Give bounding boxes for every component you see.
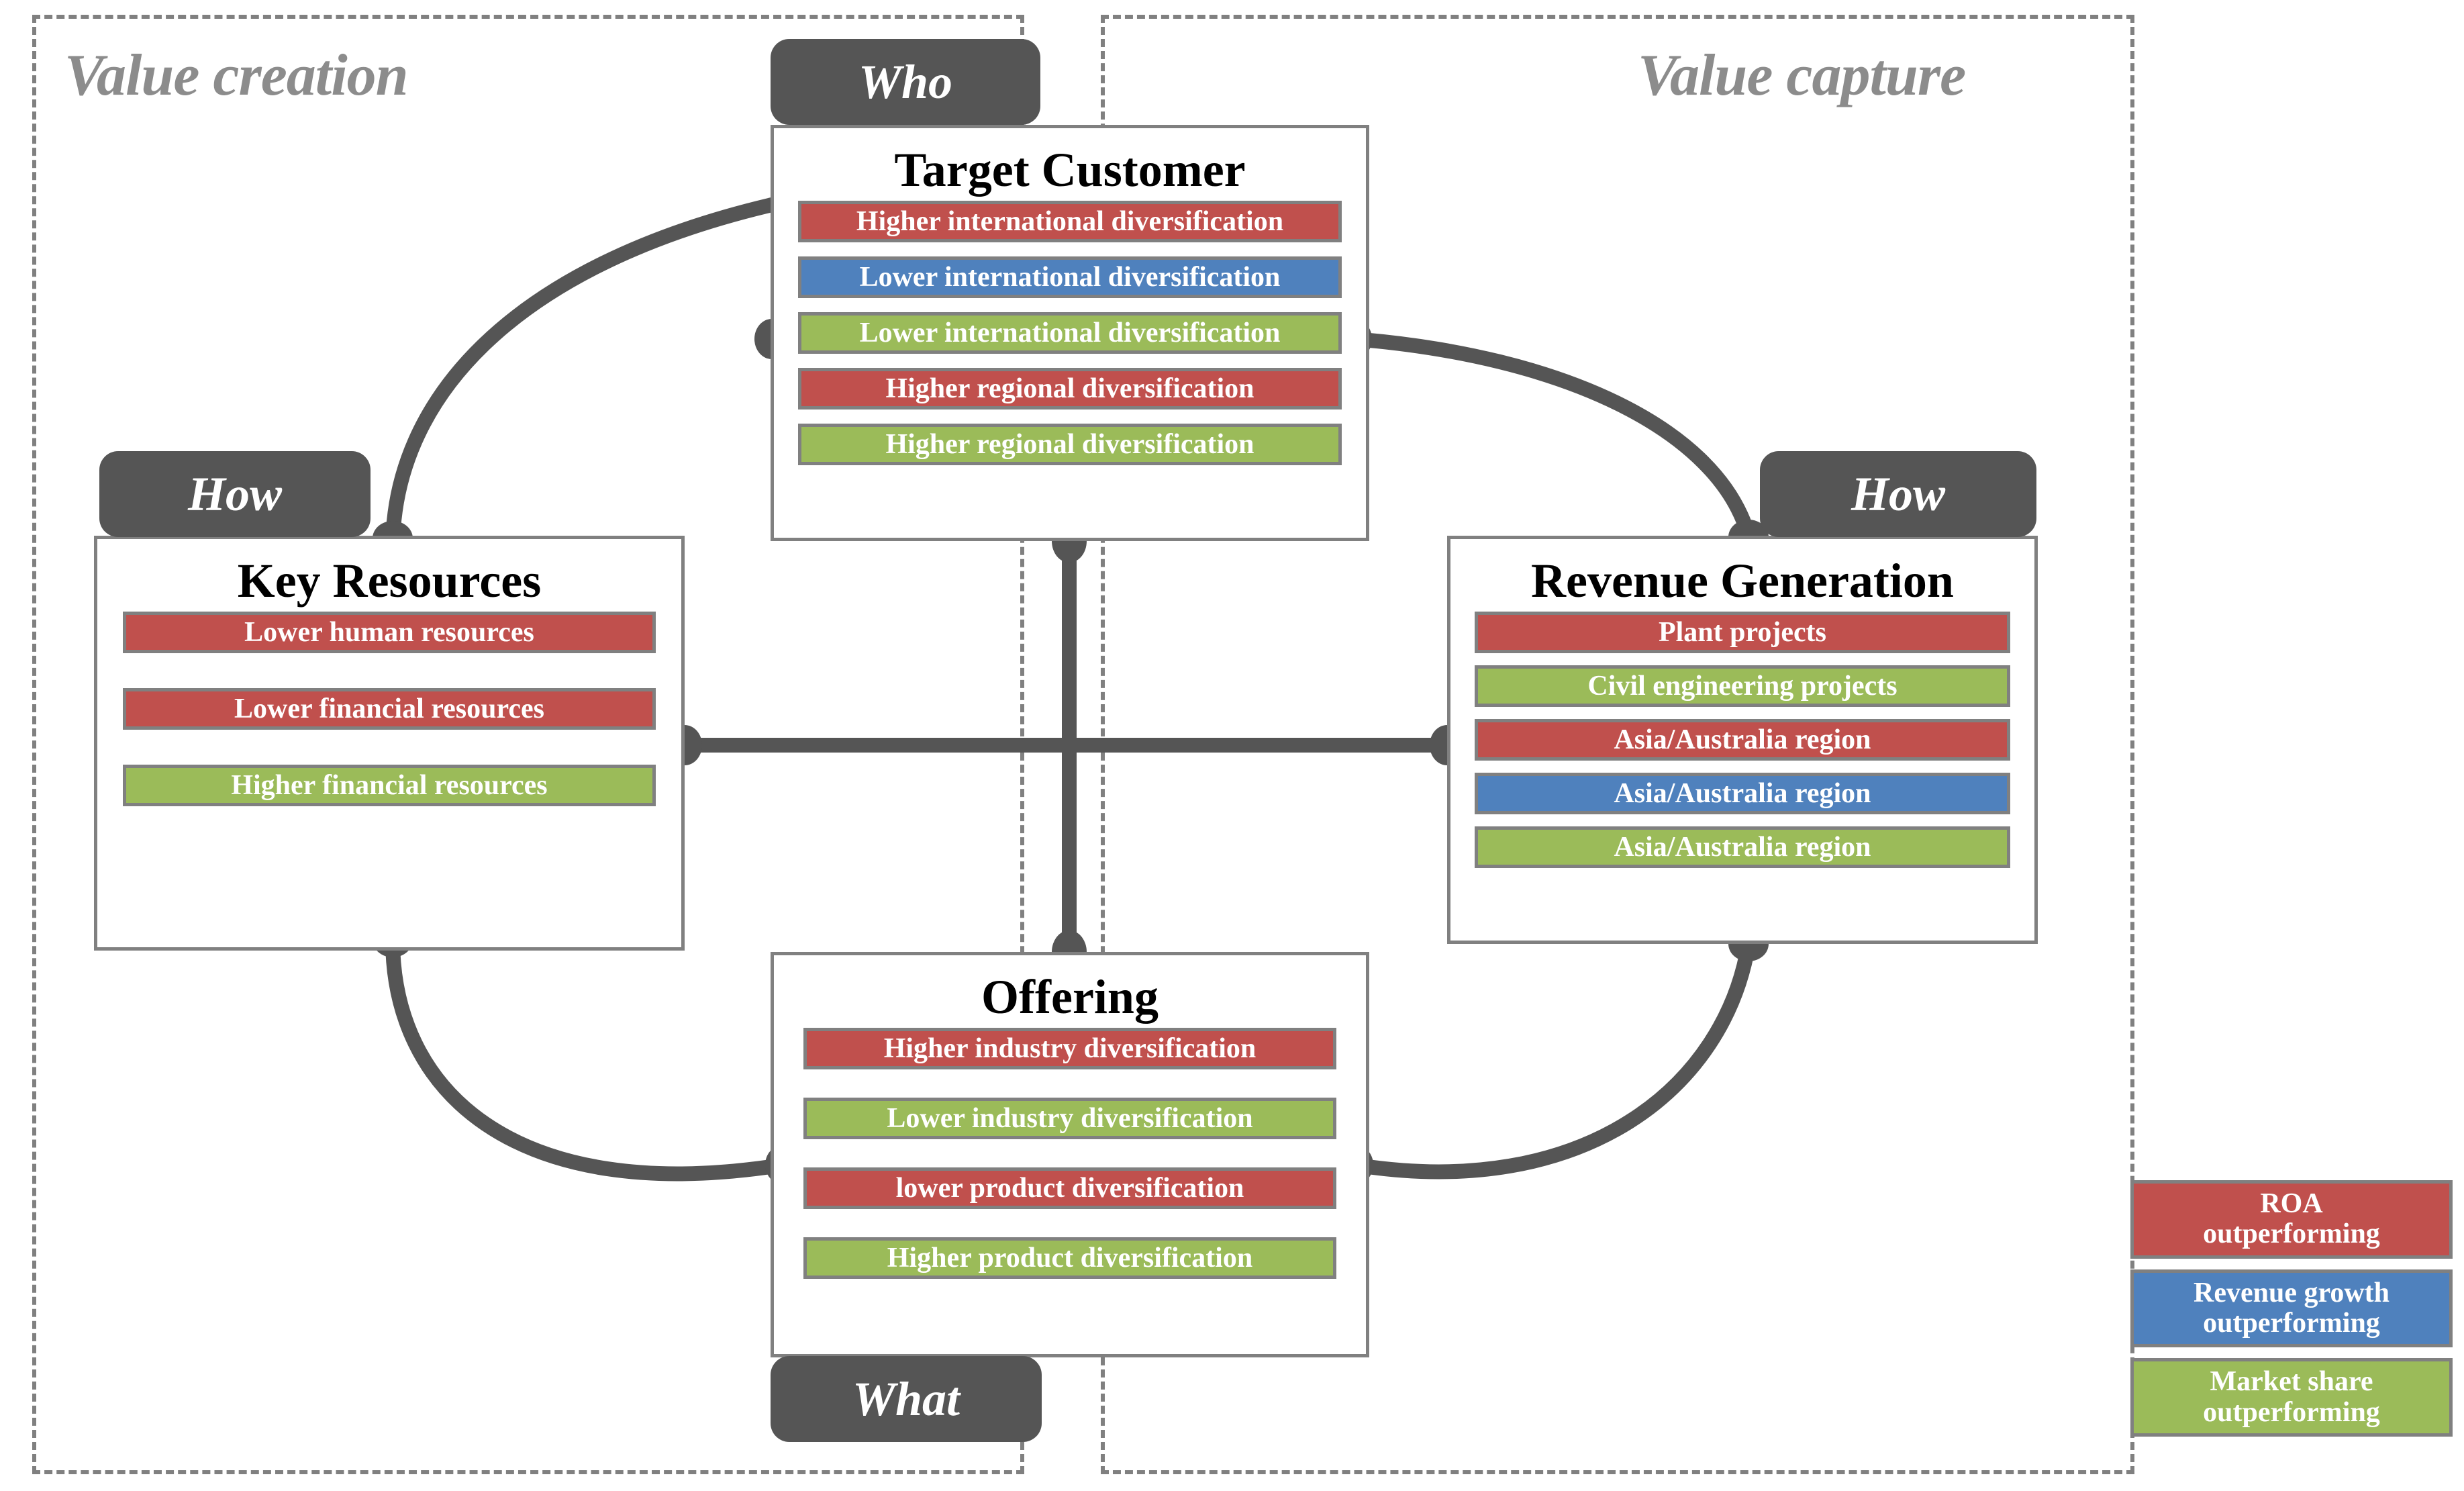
link-keyresources-offering xyxy=(385,932,791,1182)
bar-list-target-customer: Higher international diversification Low… xyxy=(774,201,1366,465)
legend-item-roa: ROA outperforming xyxy=(2130,1180,2453,1259)
tab-what-label: What xyxy=(852,1372,960,1426)
bar-list-key-resources: Lower human resources Lower financial re… xyxy=(97,612,681,806)
link-targetcustomer-revenue xyxy=(1347,332,1756,543)
bar-item[interactable]: Asia/Australia region xyxy=(1475,826,2010,868)
tab-who-label: Who xyxy=(858,54,953,109)
block-revenue-generation: Revenue Generation Plant projects Civil … xyxy=(1447,536,2038,944)
block-title-revenue-generation: Revenue Generation xyxy=(1531,554,1954,608)
legend-item-revenue-growth: Revenue growth outperforming xyxy=(2130,1269,2453,1348)
value-creation-title: Value creation xyxy=(64,43,409,108)
bar-item[interactable]: Lower human resources xyxy=(123,612,656,653)
legend-market-line1: Market share xyxy=(2210,1366,2373,1398)
block-offering: Offering Higher industry diversification… xyxy=(771,952,1369,1357)
legend-market-line2: outperforming xyxy=(2203,1396,2380,1428)
block-title-key-resources: Key Resources xyxy=(237,554,542,608)
legend: ROA outperforming Revenue growth outperf… xyxy=(2130,1180,2453,1447)
link-keyresources-targetcustomer xyxy=(385,197,779,556)
block-target-customer: Target Customer Higher international div… xyxy=(771,125,1369,541)
block-title-offering: Offering xyxy=(981,970,1159,1024)
bar-item[interactable]: Higher industry diversification xyxy=(803,1028,1336,1069)
legend-revenue-line2: outperforming xyxy=(2203,1308,2380,1339)
bar-item[interactable]: Asia/Australia region xyxy=(1475,773,2010,814)
bar-item[interactable]: Lower international diversification xyxy=(798,256,1342,298)
bar-item[interactable]: Higher regional diversification xyxy=(798,424,1342,465)
bar-list-offering: Higher industry diversification Lower in… xyxy=(774,1028,1366,1279)
tab-how-left-label: How xyxy=(187,467,283,521)
tab-how-key-resources[interactable]: How xyxy=(99,451,371,537)
tab-who[interactable]: Who xyxy=(771,39,1040,125)
bar-item[interactable]: lower product diversification xyxy=(803,1167,1336,1209)
bar-item[interactable]: Civil engineering projects xyxy=(1475,665,2010,707)
bar-item[interactable]: Higher international diversification xyxy=(798,201,1342,242)
tab-how-right-label: How xyxy=(1851,467,1946,521)
bar-item[interactable]: Plant projects xyxy=(1475,612,2010,653)
bar-item[interactable]: Lower international diversification xyxy=(798,312,1342,354)
block-title-target-customer: Target Customer xyxy=(894,143,1246,197)
block-key-resources: Key Resources Lower human resources Lowe… xyxy=(94,536,685,951)
bar-list-revenue-generation: Plant projects Civil engineering project… xyxy=(1450,612,2034,868)
legend-roa-line1: ROA xyxy=(2260,1188,2323,1219)
link-offering-revenue xyxy=(1347,936,1756,1180)
value-capture-title: Value capture xyxy=(1638,43,1966,108)
bar-item[interactable]: Higher product diversification xyxy=(803,1237,1336,1279)
legend-item-market-share: Market share outperforming xyxy=(2130,1358,2453,1437)
legend-roa-line2: outperforming xyxy=(2203,1218,2380,1250)
tab-what[interactable]: What xyxy=(771,1356,1042,1442)
bar-item[interactable]: Lower industry diversification xyxy=(803,1098,1336,1139)
bar-item[interactable]: Lower financial resources xyxy=(123,688,656,730)
tab-how-revenue-generation[interactable]: How xyxy=(1760,451,2036,537)
bar-item[interactable]: Higher regional diversification xyxy=(798,368,1342,410)
bar-item[interactable]: Asia/Australia region xyxy=(1475,719,2010,761)
legend-revenue-line1: Revenue growth xyxy=(2193,1277,2390,1308)
bar-item[interactable]: Higher financial resources xyxy=(123,765,656,806)
